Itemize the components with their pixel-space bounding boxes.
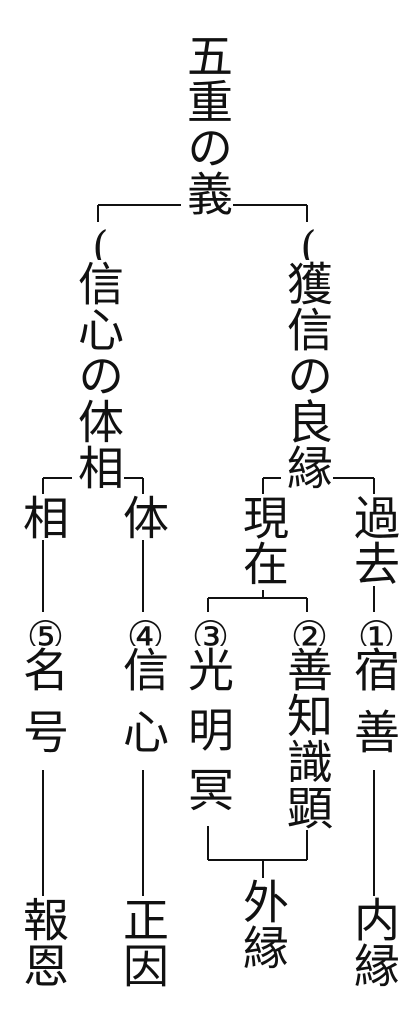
- item1-text: 宿善: [347, 646, 401, 770]
- item4-text: 信心: [116, 646, 170, 770]
- sou-label: 相: [16, 494, 70, 540]
- tai-label: 体: [116, 494, 170, 540]
- item2-text: 善知識顕: [280, 646, 334, 830]
- root-label: 五重の義: [180, 32, 234, 216]
- kako-label: 過去: [347, 494, 401, 586]
- branch-1-label: 獲信の良縁: [280, 260, 334, 490]
- item5-text: 名号: [16, 646, 70, 770]
- branch-2-label: 信心の体相: [71, 260, 125, 490]
- shoin-label: 正因: [116, 896, 170, 988]
- genzai-label: 現在: [236, 494, 290, 586]
- gaien-label: 外縁: [236, 878, 290, 970]
- naien-label: 内縁: [347, 896, 401, 988]
- houon-label: 報恩: [16, 896, 70, 988]
- item3-text: 光明冥: [181, 646, 235, 826]
